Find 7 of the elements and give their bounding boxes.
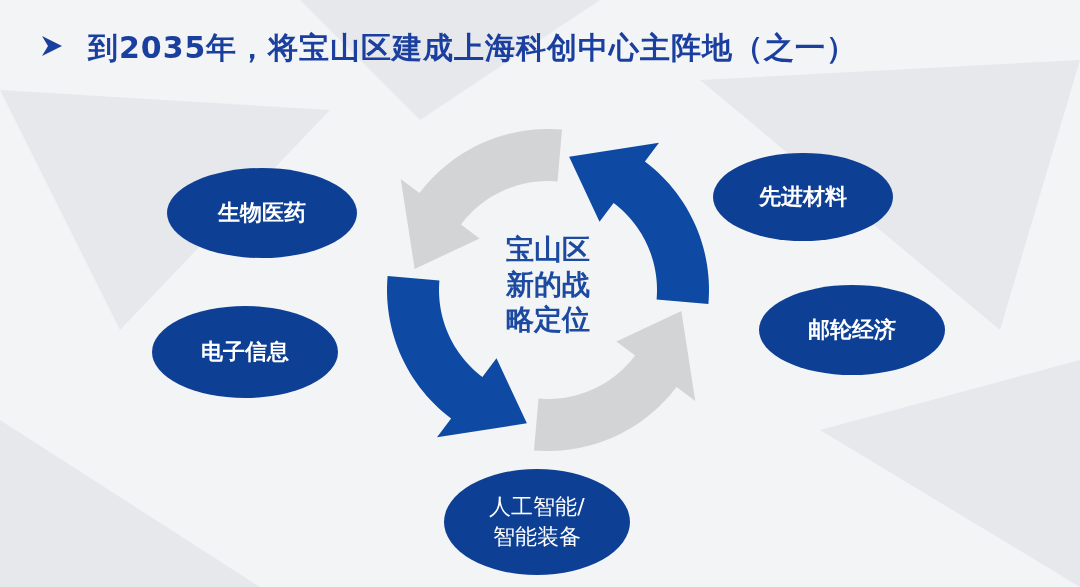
node-label: 邮轮经济	[808, 316, 896, 345]
node-label: 人工智能/智能装备	[488, 493, 586, 551]
center-label: 宝山区新的战略定位	[505, 232, 591, 337]
title: 到2035年，将宝山区建成上海科创中心主阵地（之一）	[88, 29, 858, 67]
node-label: 电子信息	[201, 338, 289, 367]
node-label: 先进材料	[759, 183, 847, 212]
node-label: 生物医药	[218, 199, 306, 228]
